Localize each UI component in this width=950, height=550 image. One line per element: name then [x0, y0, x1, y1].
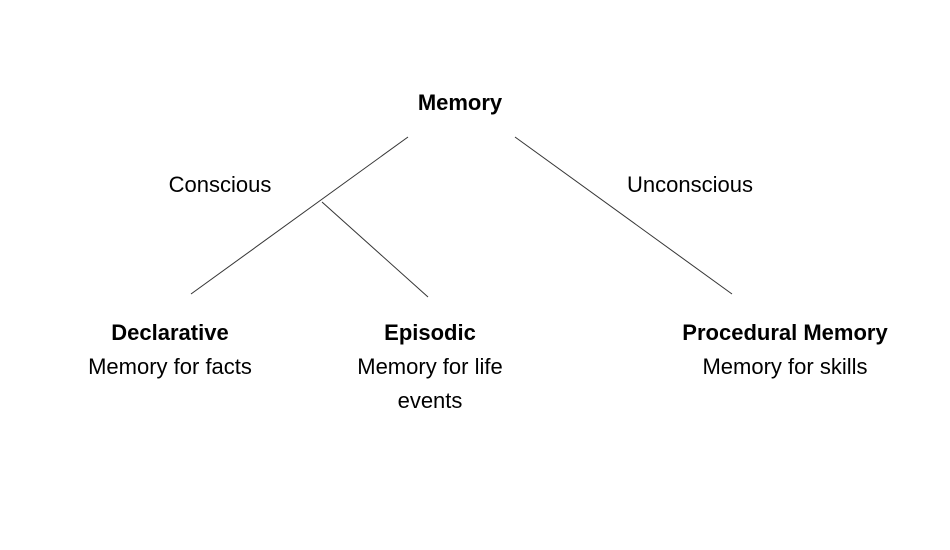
root-node-memory: Memory — [417, 90, 503, 115]
node-desc-declarative: Memory for facts — [88, 354, 252, 379]
node-title-episodic: Episodic — [384, 320, 476, 345]
line-memory-to-procedural — [514, 136, 733, 295]
line-branch-to-episodic — [321, 201, 429, 298]
edge-label-unconscious: Unconscious — [627, 172, 753, 197]
node-episodic: Episodic Memory for life events — [310, 316, 550, 418]
node-desc-procedural: Memory for skills — [702, 354, 868, 379]
node-title-declarative: Declarative — [111, 320, 229, 345]
node-declarative: Declarative Memory for facts — [50, 316, 290, 384]
node-desc-episodic: Memory for life events — [357, 354, 503, 413]
node-title-procedural: Procedural Memory — [682, 320, 888, 345]
line-memory-to-declarative — [190, 136, 409, 295]
edge-label-conscious: Conscious — [168, 172, 272, 197]
node-procedural: Procedural Memory Memory for skills — [650, 316, 920, 384]
